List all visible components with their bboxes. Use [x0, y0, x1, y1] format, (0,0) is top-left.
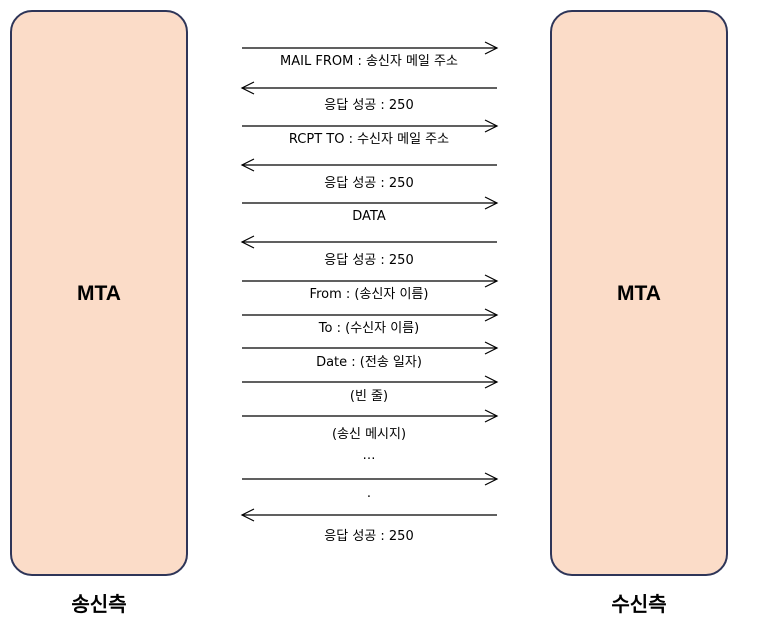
message-response-1: 응답 성공 : 250	[324, 98, 414, 113]
message-response-3: 응답 성공 : 250	[324, 253, 414, 268]
arrow-right	[242, 472, 499, 486]
sender-mta-label: MTA	[77, 282, 121, 305]
message-mail-from: MAIL FROM : 송신자 메일 주소	[280, 54, 458, 69]
arrow-left	[240, 158, 497, 172]
arrow-right	[242, 375, 499, 389]
arrow-left	[240, 81, 497, 95]
arrow-right	[242, 41, 499, 55]
message-rcpt-to: RCPT TO : 수신자 메일 주소	[288, 132, 450, 147]
message-response-4: 응답 성공 : 250	[324, 529, 414, 544]
receiver-mta-label: MTA	[617, 282, 661, 305]
arrow-right	[242, 274, 499, 288]
sender-side-label: 송신측	[71, 592, 127, 616]
message-blank-line: (빈 줄)	[349, 389, 389, 404]
arrow-right	[242, 409, 499, 423]
message-from-header: From : (송신자 이름)	[309, 287, 429, 302]
arrow-left	[240, 235, 497, 249]
message-response-2: 응답 성공 : 250	[324, 176, 414, 191]
message-ellipsis: …	[362, 448, 376, 463]
arrow-right	[242, 341, 499, 355]
arrow-right	[242, 196, 499, 210]
message-date-header: Date : (전송 일자)	[316, 355, 422, 370]
receiver-mta-box: MTA	[550, 10, 728, 576]
arrow-left	[240, 508, 497, 522]
message-terminator: .	[366, 486, 372, 501]
message-data: DATA	[352, 209, 386, 224]
message-body: (송신 메시지)	[331, 427, 407, 442]
receiver-side-label: 수신측	[611, 592, 667, 616]
arrow-right	[242, 308, 499, 322]
sender-mta-box: MTA	[10, 10, 188, 576]
arrow-right	[242, 119, 499, 133]
message-to-header: To : (수신자 이름)	[318, 321, 420, 336]
